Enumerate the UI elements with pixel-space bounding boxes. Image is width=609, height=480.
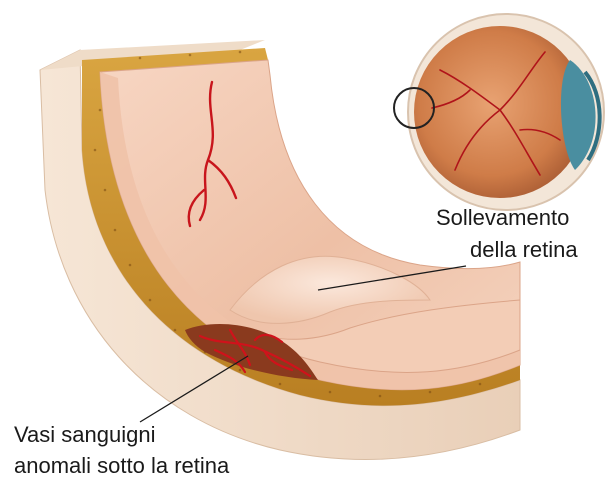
abnormal-vessels-label-line-1: Vasi sanguigni (14, 421, 155, 449)
retinal-detachment-label-line-1: Sollevamento (436, 204, 569, 232)
eye-cross-section-icon (408, 14, 604, 210)
retinal-detachment-label-line-2: della retina (470, 236, 578, 264)
abnormal-vessels-label-line-2: anomali sotto la retina (14, 452, 229, 480)
